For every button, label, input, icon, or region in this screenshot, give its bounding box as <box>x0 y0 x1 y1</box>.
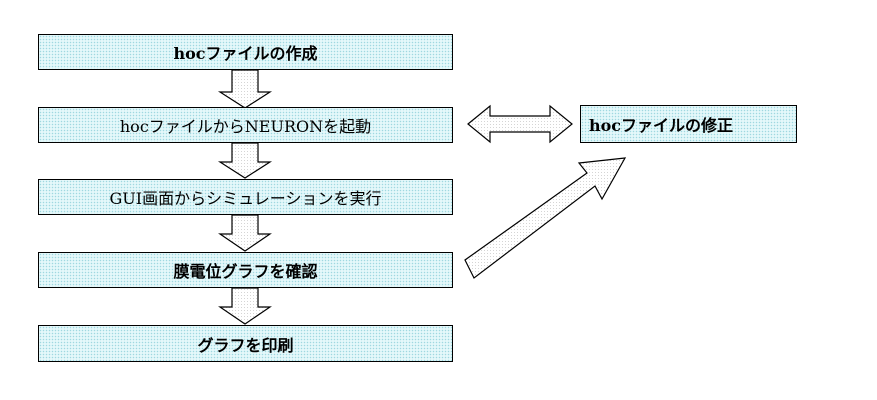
step-run-simulation-label: GUI画面からシミュレーションを実行 <box>109 189 382 208</box>
down-arrow-icon <box>217 69 273 109</box>
step-create-hoc-label: hocファイルの作成 <box>173 44 318 63</box>
step-create-hoc: hocファイルの作成 <box>38 34 453 70</box>
side-edit-hoc: hocファイルの修正 <box>580 105 797 143</box>
step-start-neuron: hocファイルからNEURONを起動 <box>38 107 453 143</box>
down-arrow-icon <box>218 287 272 325</box>
side-edit-hoc-label: hocファイルの修正 <box>589 116 734 135</box>
down-arrow-icon <box>218 214 272 252</box>
step-run-simulation: GUI画面からシミュレーションを実行 <box>38 179 453 215</box>
step-check-graph-label: 膜電位グラフを確認 <box>173 262 318 281</box>
step-print-graph-label: グラフを印刷 <box>197 335 294 355</box>
step-start-neuron-label: hocファイルからNEURONを起動 <box>119 117 372 136</box>
step-print-graph: グラフを印刷 <box>38 325 453 362</box>
step-check-graph: 膜電位グラフを確認 <box>38 252 453 288</box>
down-arrow-icon <box>217 142 273 179</box>
diagonal-up-right-arrow-icon <box>464 157 627 279</box>
left-right-arrow-icon <box>467 104 573 144</box>
